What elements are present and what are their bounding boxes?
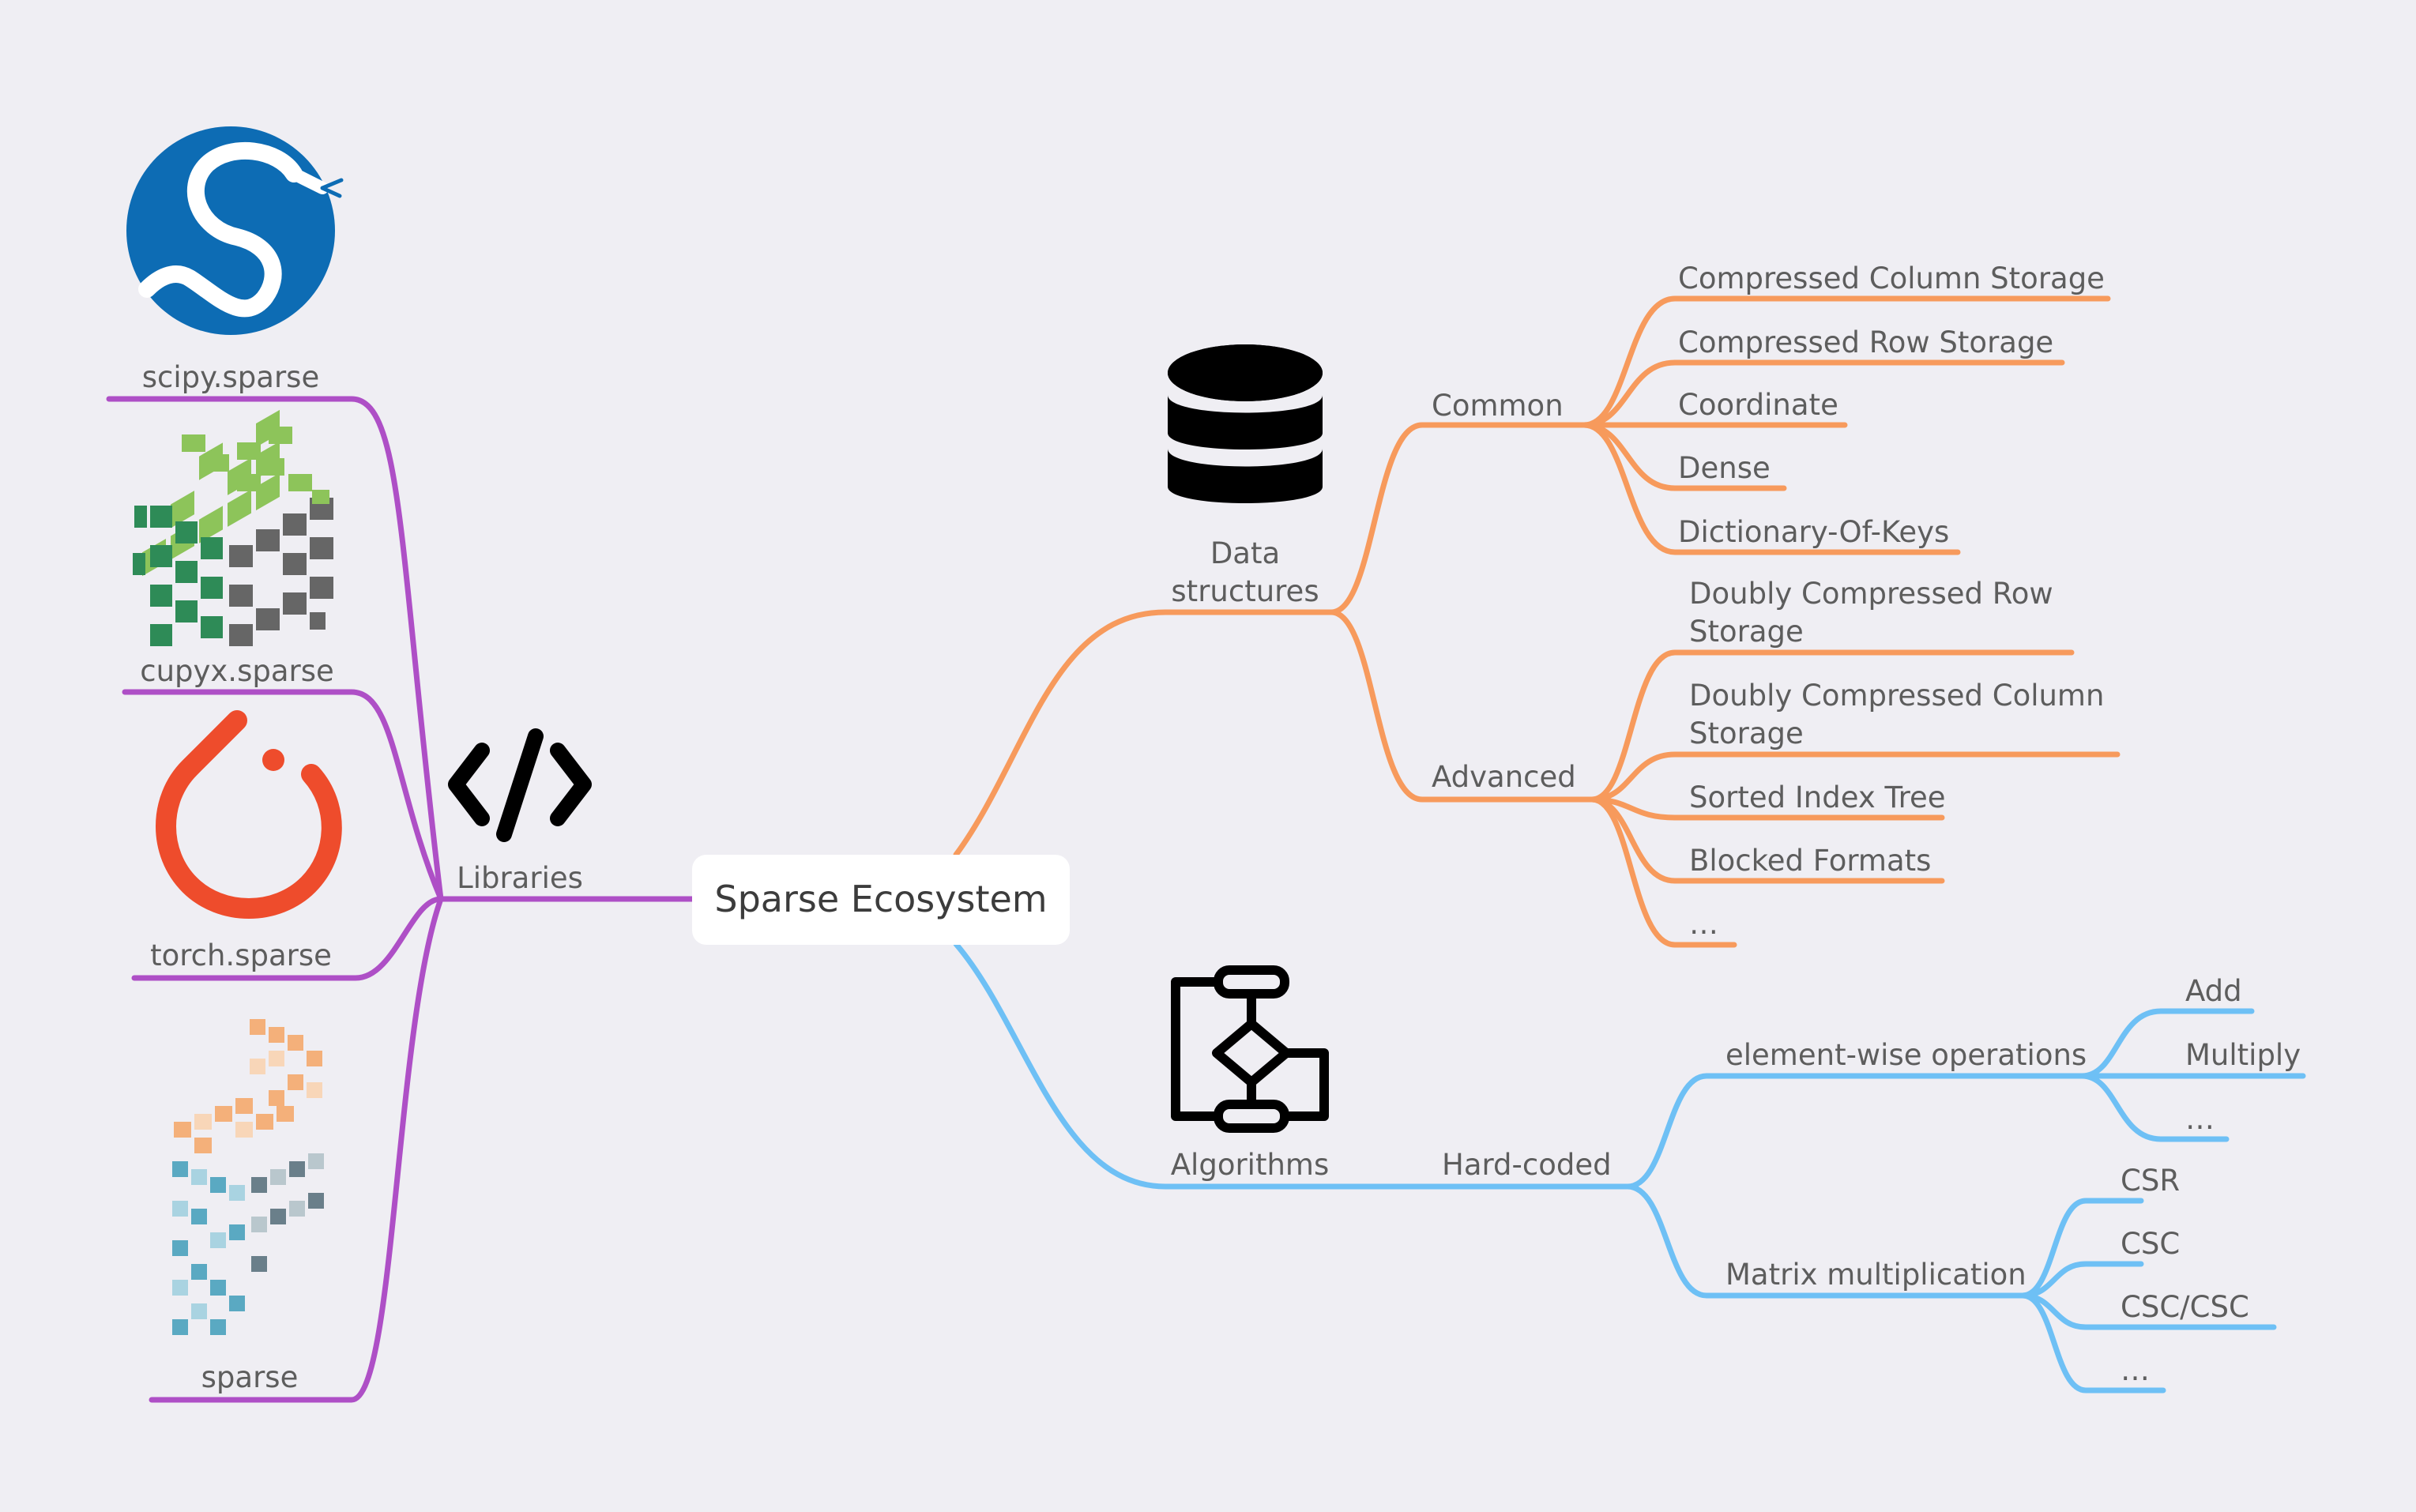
algorithms-connectors: [953, 941, 2306, 1394]
advanced-item[interactable]: Doubly Compressed Column: [1689, 679, 2104, 713]
common-item[interactable]: Compressed Column Storage: [1678, 261, 2105, 295]
elementwise-label[interactable]: element-wise operations: [1725, 1038, 2087, 1072]
common-item[interactable]: Dictionary-Of-Keys: [1678, 515, 1949, 549]
elementwise-item[interactable]: …: [2185, 1102, 2215, 1136]
advanced-item[interactable]: Blocked Formats: [1689, 844, 1931, 878]
library-label-scipy[interactable]: scipy.sparse: [142, 360, 319, 394]
common-item[interactable]: Compressed Row Storage: [1678, 325, 2053, 359]
libraries-label[interactable]: Libraries: [457, 861, 583, 895]
advanced-item[interactable]: Storage: [1689, 615, 1804, 649]
matmul-item[interactable]: …: [2121, 1353, 2150, 1387]
library-label-cupy[interactable]: cupyx.sparse: [140, 654, 334, 688]
database-icon: [1168, 344, 1323, 503]
common-item[interactable]: Dense: [1678, 451, 1771, 485]
elementwise-item[interactable]: Add: [2185, 974, 2242, 1008]
data-structures-label-line2[interactable]: structures: [1171, 574, 1319, 608]
advanced-item[interactable]: Storage: [1689, 717, 1804, 750]
matmul-item[interactable]: CSC: [2121, 1227, 2180, 1261]
library-label-torch[interactable]: torch.sparse: [150, 938, 332, 972]
flowchart-icon: [1171, 965, 1329, 1133]
advanced-item[interactable]: …: [1689, 907, 1718, 941]
data-structures-connectors: [953, 295, 2121, 948]
advanced-item[interactable]: Sorted Index Tree: [1689, 780, 1946, 814]
root-label: Sparse Ecosystem: [714, 878, 1047, 920]
advanced-item[interactable]: Doubly Compressed Row: [1689, 577, 2053, 611]
matmul-label[interactable]: Matrix multiplication: [1725, 1258, 2027, 1292]
pytorch-logo: [156, 710, 342, 919]
code-brackets-icon: [448, 728, 592, 842]
elementwise-item[interactable]: Multiply: [2185, 1038, 2301, 1072]
hard-coded-label[interactable]: Hard-coded: [1442, 1148, 1612, 1182]
common-item[interactable]: Coordinate: [1678, 388, 1838, 422]
libraries-connectors: [106, 396, 697, 1403]
root-node[interactable]: Sparse Ecosystem: [692, 855, 1070, 945]
algorithms-label[interactable]: Algorithms: [1171, 1148, 1329, 1182]
library-label-sparse[interactable]: sparse: [201, 1360, 299, 1394]
matmul-item[interactable]: CSR: [2121, 1164, 2180, 1198]
scipy-logo: [126, 126, 344, 335]
cupy-logo: [133, 409, 333, 646]
data-structures-label-line1[interactable]: Data: [1210, 536, 1280, 570]
advanced-label[interactable]: Advanced: [1432, 760, 1576, 794]
pydata-sparse-logo: [172, 1019, 324, 1335]
matmul-item[interactable]: CSC/CSC: [2121, 1290, 2249, 1324]
common-label[interactable]: Common: [1432, 389, 1564, 423]
